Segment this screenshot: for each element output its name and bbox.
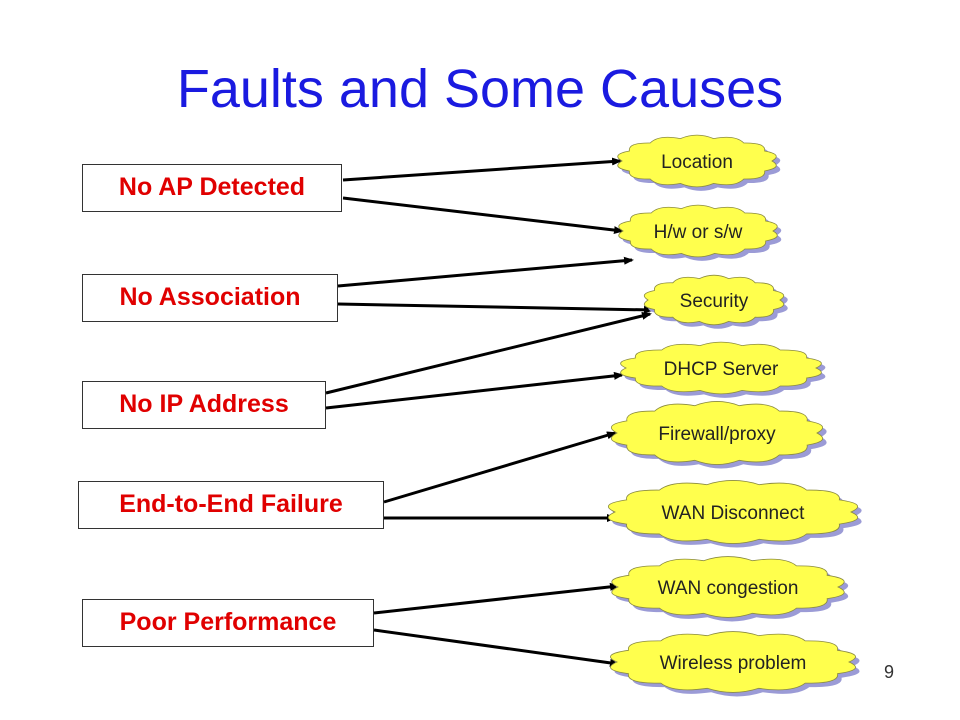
arrow-fault-2-to-cause-3 xyxy=(325,371,624,410)
cause-cloud-h-w-or-s-w: H/w or s/w xyxy=(618,204,782,261)
cloud-shape xyxy=(620,341,822,395)
cause-cloud-firewall-proxy: Firewall/proxy xyxy=(610,401,827,469)
cloud-shape xyxy=(617,134,777,188)
cause-cloud-security: Security xyxy=(643,274,788,329)
cloud-shape xyxy=(643,274,785,326)
cause-cloud-dhcp-server: DHCP Server xyxy=(620,341,826,398)
cloud-shape xyxy=(610,401,824,465)
arrow-fault-3-to-cause-4 xyxy=(383,431,617,504)
fault-box-no-association: No Association xyxy=(82,274,338,322)
cause-label: WAN congestion xyxy=(658,578,799,599)
cloud-shape xyxy=(607,480,859,544)
fault-box-end-to-end-failure: End-to-End Failure xyxy=(78,481,384,529)
cause-cloud-location: Location xyxy=(617,134,781,191)
cause-label: H/w or s/w xyxy=(654,222,743,243)
cloud-shape xyxy=(611,556,845,618)
arrow-fault-2-to-cause-2 xyxy=(325,312,652,395)
cause-label: WAN Disconnect xyxy=(662,503,806,524)
arrow-layer xyxy=(325,157,654,667)
arrow-fault-4-to-cause-6 xyxy=(373,582,620,615)
cause-cloud-wan-disconnect: WAN Disconnect xyxy=(607,480,862,548)
arrow-fault-0-to-cause-1 xyxy=(342,196,624,235)
cause-cloud-wireless-problem: Wireless problem xyxy=(610,631,860,697)
fault-box-no-ip-address: No IP Address xyxy=(82,381,326,429)
cause-label: DHCP Server xyxy=(664,359,779,380)
fault-box-no-ap-detected: No AP Detected xyxy=(82,164,342,212)
slide-title: Faults and Some Causes xyxy=(176,59,784,119)
cloud-shape xyxy=(610,631,856,693)
cause-label: Wireless problem xyxy=(660,653,807,674)
fault-box-poor-performance: Poor Performance xyxy=(82,599,374,647)
cloud-shape xyxy=(618,204,778,258)
cause-label: Security xyxy=(680,291,749,312)
cause-cloud-wan-congestion: WAN congestion xyxy=(611,556,849,622)
arrow-fault-4-to-cause-7 xyxy=(373,628,620,667)
arrow-fault-1-to-cause-2 xyxy=(337,302,654,314)
page-number: 9 xyxy=(884,662,895,682)
cause-label: Location xyxy=(661,152,733,173)
arrow-fault-1-to-cause-1 xyxy=(337,256,634,288)
arrow-fault-0-to-cause-0 xyxy=(342,157,622,182)
cause-label: Firewall/proxy xyxy=(658,424,776,445)
